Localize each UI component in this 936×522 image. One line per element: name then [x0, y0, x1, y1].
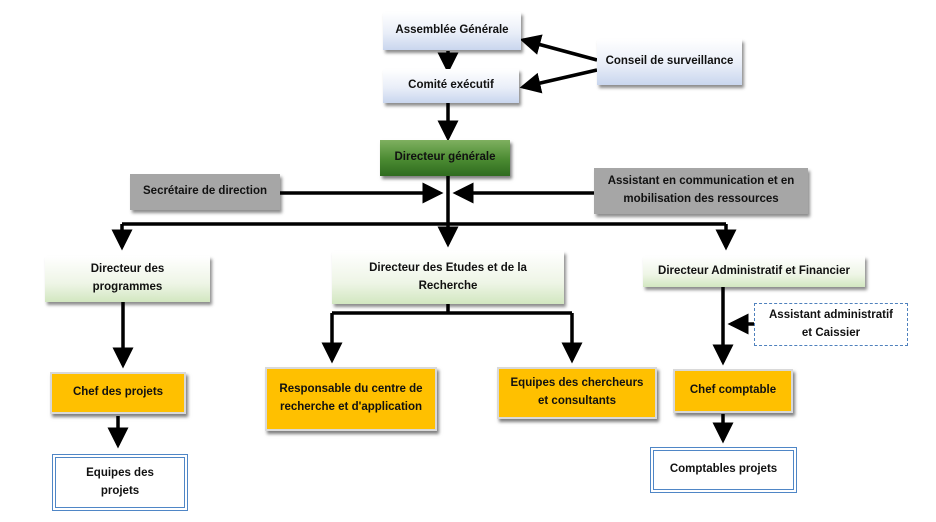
node-chef-comptable: Chef comptable [673, 369, 793, 413]
node-equipes-chercheurs: Equipes des chercheurs et consultants [497, 367, 657, 419]
node-directeur-administratif-financier: Directeur Administratif et Financier [643, 256, 865, 287]
node-chef-projets: Chef des projets [50, 372, 186, 414]
node-assemblee-generale: Assemblée Générale [383, 12, 521, 50]
node-secretaire-direction: Secrétaire de direction [130, 174, 280, 210]
node-assistant-administratif-caissier: Assistant administratif et Caissier [754, 303, 908, 346]
node-responsable-centre: Responsable du centre de recherche et d'… [265, 367, 437, 431]
node-comptables-projets: Comptables projets [650, 447, 797, 493]
arrow-conseil-to-comite [519, 68, 598, 94]
node-directeur-etudes-recherche: Directeur des Etudes et de la Recherche [332, 251, 564, 304]
node-equipes-projets: Equipes des projets [52, 454, 188, 511]
node-directeur-generale: Directeur générale [380, 140, 510, 176]
node-directeur-programmes: Directeur des programmes [45, 256, 210, 302]
node-assistant-communication: Assistant en communication et en mobilis… [594, 168, 808, 214]
node-comite-executif: Comité exécutif [383, 69, 519, 103]
arrow-conseil-to-assemblee [519, 34, 598, 62]
node-conseil-surveillance: Conseil de surveillance [597, 39, 742, 85]
